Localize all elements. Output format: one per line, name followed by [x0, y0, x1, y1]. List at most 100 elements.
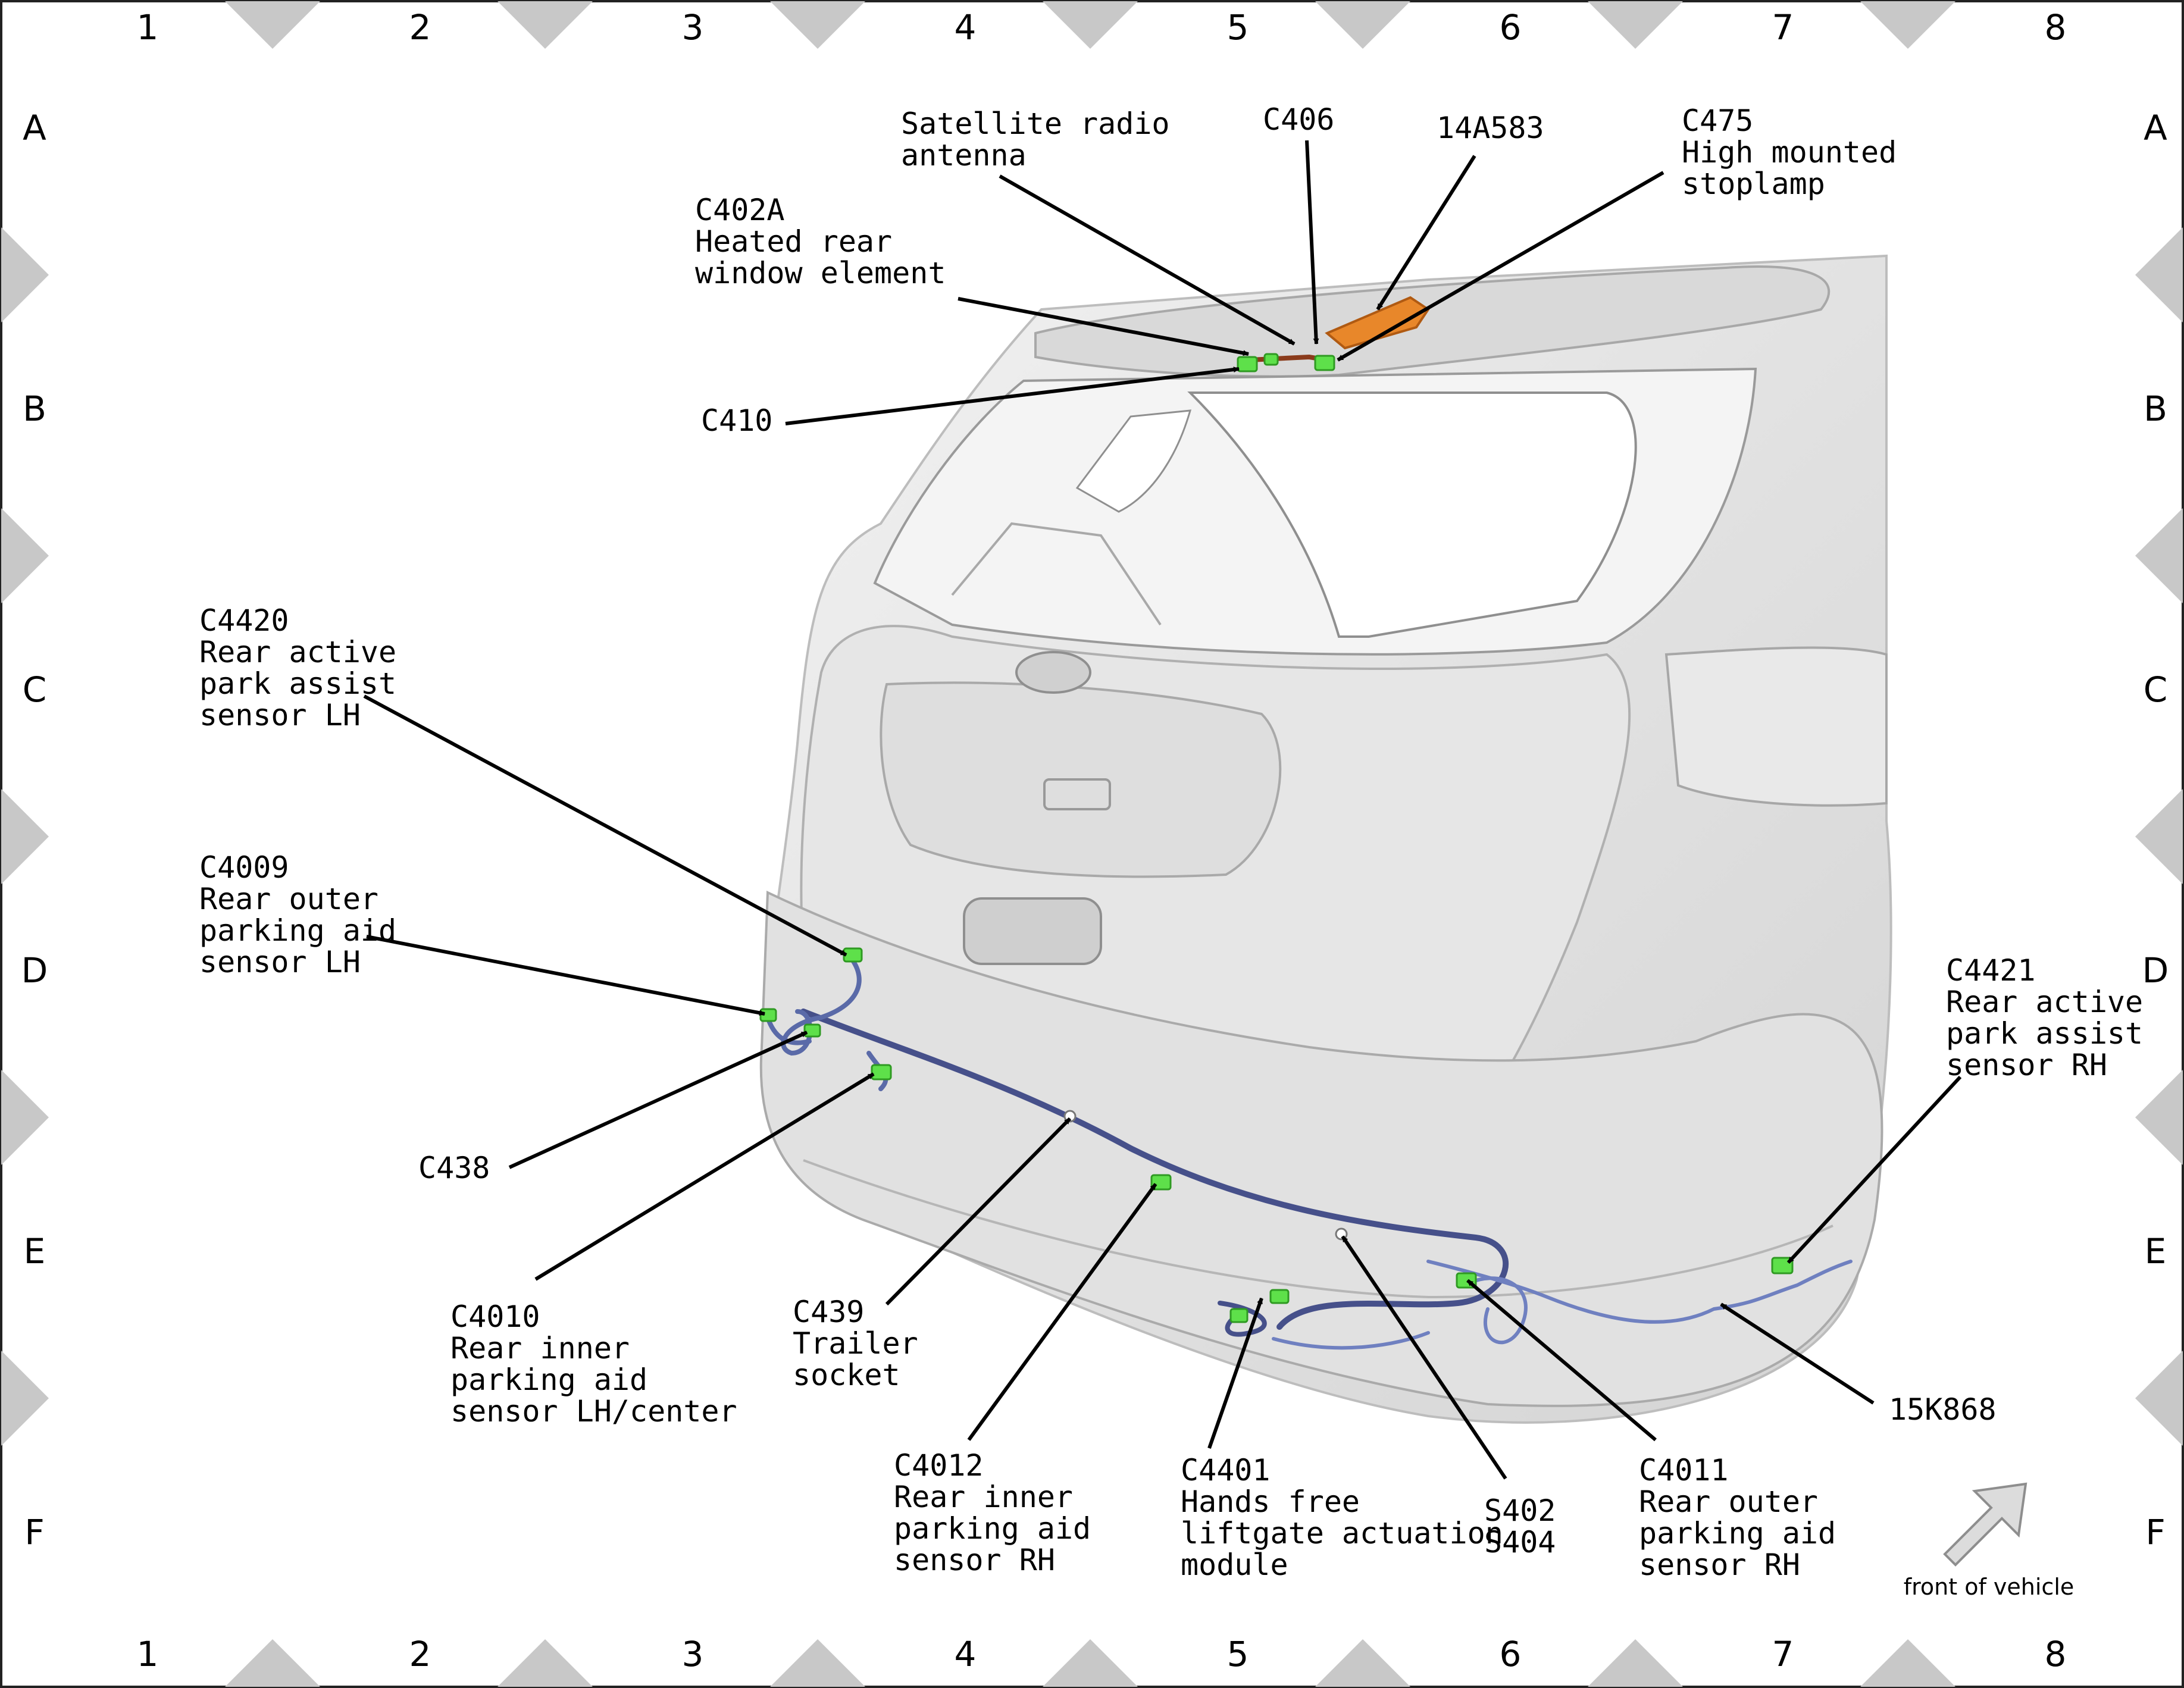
callout-c439: C439 Trailer socket [793, 1295, 918, 1392]
svg-text:15K868: 15K868 [1889, 1392, 1997, 1427]
front-of-vehicle-indicator: front of vehicle [1904, 1482, 2074, 1600]
grid-row-D: D [2142, 950, 2169, 991]
grid-row-F: F [2145, 1512, 2165, 1552]
grid-col-2: 2 [409, 7, 431, 48]
svg-text:C439: C439 [793, 1295, 864, 1329]
leader-c4420 [363, 694, 847, 957]
svg-text:High mounted: High mounted [1682, 135, 1897, 170]
svg-text:sensor LH: sensor LH [199, 698, 361, 732]
callout-c4010: C4010 Rear inner parking aid sensor LH/c… [450, 1299, 737, 1429]
vehicle-rear-illustration [759, 254, 1892, 1424]
svg-text:C4009: C4009 [199, 850, 289, 885]
leader-c4401 [1207, 1298, 1263, 1449]
connector-c4401b [1229, 1308, 1249, 1323]
svg-text:parking aid: parking aid [894, 1511, 1091, 1546]
svg-text:parking aid: parking aid [199, 913, 396, 948]
svg-text:Rear active: Rear active [1946, 985, 2143, 1019]
connector-c438 [803, 1023, 821, 1038]
callout-c4401: C4401 Hands free liftgate actuation modu… [1181, 1453, 1503, 1582]
svg-text:liftgate actuation: liftgate actuation [1181, 1516, 1503, 1551]
leader-c4010 [534, 1072, 875, 1281]
leader-lines [363, 140, 1962, 1480]
grid-col-8: 8 [2045, 7, 2067, 48]
svg-text:Rear outer: Rear outer [199, 882, 378, 916]
leader-c475 [1337, 171, 1664, 362]
svg-text:C4012: C4012 [894, 1448, 984, 1483]
callout-c4011: C4011 Rear outer parking aid sensor RH [1639, 1453, 1836, 1582]
grid-row-C: C [2144, 669, 2168, 710]
grid-col-7: 7 [1772, 1634, 1794, 1674]
svg-text:sensor LH/center: sensor LH/center [450, 1394, 737, 1429]
grid-row-F: F [24, 1512, 44, 1552]
rh-outer-loop [1462, 1276, 1528, 1345]
leader-c410 [785, 367, 1240, 425]
connector-c4420 [843, 947, 863, 963]
front-arrow-icon [1943, 1482, 2027, 1567]
svg-text:parking aid: parking aid [450, 1363, 647, 1397]
callout-c4420: C4420 Rear active park assist sensor LH [199, 603, 396, 732]
tail-lamp-rh [1664, 646, 1888, 807]
callout-15k868: 15K868 [1889, 1392, 1997, 1427]
grid-col-4: 4 [955, 7, 977, 48]
svg-text:14A583: 14A583 [1437, 111, 1544, 145]
svg-text:park assist: park assist [1946, 1016, 2143, 1051]
svg-text:parking aid: parking aid [1639, 1516, 1836, 1551]
svg-text:Hands free: Hands free [1181, 1485, 1360, 1519]
badge-emblem [1015, 651, 1091, 694]
callout-c406: C406 [1263, 102, 1334, 137]
svg-text:module: module [1181, 1548, 1288, 1582]
svg-text:stoplamp: stoplamp [1682, 167, 1825, 201]
callout-c4009: C4009 Rear outer parking aid sensor LH [199, 850, 396, 979]
svg-text:C4421: C4421 [1946, 953, 2036, 988]
leader-15k868 [1720, 1302, 1875, 1405]
leader-s402 [1341, 1235, 1507, 1480]
svg-text:S404: S404 [1484, 1525, 1556, 1559]
grid-row-E: E [2145, 1231, 2167, 1272]
grid-row-C: C [23, 669, 47, 710]
grid-col-8: 8 [2045, 1634, 2067, 1674]
leader-c438 [508, 1031, 808, 1169]
svg-text:Rear inner: Rear inner [894, 1480, 1073, 1514]
svg-text:C4010: C4010 [450, 1299, 540, 1334]
leader-c406 [1305, 140, 1319, 345]
connector-c4010 [871, 1064, 892, 1081]
leader-c4012 [967, 1183, 1157, 1441]
grid-row-A: A [2144, 108, 2167, 148]
grid-col-5: 5 [1227, 1634, 1249, 1674]
callout-c475: C475 High mounted stoplamp [1682, 104, 1897, 201]
callout-14a583: 14A583 [1437, 111, 1544, 145]
main-rear-harness [800, 1009, 1509, 1330]
leader-c439 [885, 1117, 1072, 1306]
grid-col-1: 1 [137, 7, 159, 48]
leader-satellite [999, 174, 1296, 346]
svg-text:C4011: C4011 [1639, 1453, 1729, 1487]
svg-text:Rear inner: Rear inner [450, 1331, 630, 1366]
svg-text:C438: C438 [418, 1151, 490, 1185]
svg-text:Trailer: Trailer [793, 1326, 918, 1361]
grid-column-labels-top: 1 2 3 4 5 6 7 8 [137, 7, 2067, 48]
connectors [759, 353, 1794, 1323]
connector-c4401a [1269, 1289, 1290, 1304]
svg-text:Heated rear: Heated rear [695, 224, 892, 259]
connector-c475 [1314, 355, 1335, 371]
connector-c402a [1263, 353, 1279, 366]
svg-text:sensor RH: sensor RH [1639, 1548, 1800, 1582]
leader-c4011 [1466, 1279, 1657, 1442]
callout-c402a: C402A Heated rear window element [695, 193, 946, 290]
svg-text:park assist: park assist [199, 666, 396, 701]
leader-c4421 [1786, 1075, 1962, 1264]
svg-text:C475: C475 [1682, 104, 1753, 138]
leader-c402a [958, 297, 1249, 356]
rear-bumper [759, 890, 1883, 1407]
svg-text:C402A: C402A [695, 193, 785, 227]
callout-c410: C410 [701, 403, 772, 438]
grid-col-1: 1 [137, 1634, 159, 1674]
callout-satellite: Satellite radio antenna [901, 107, 1170, 173]
grid-row-labels-left: A B C D E F [21, 108, 48, 1552]
grid-col-2: 2 [409, 1634, 431, 1674]
grid-column-labels-bottom: 1 2 3 4 5 6 7 8 [137, 1634, 2067, 1674]
connector-c410 [1237, 356, 1258, 372]
svg-text:sensor RH: sensor RH [894, 1543, 1055, 1577]
